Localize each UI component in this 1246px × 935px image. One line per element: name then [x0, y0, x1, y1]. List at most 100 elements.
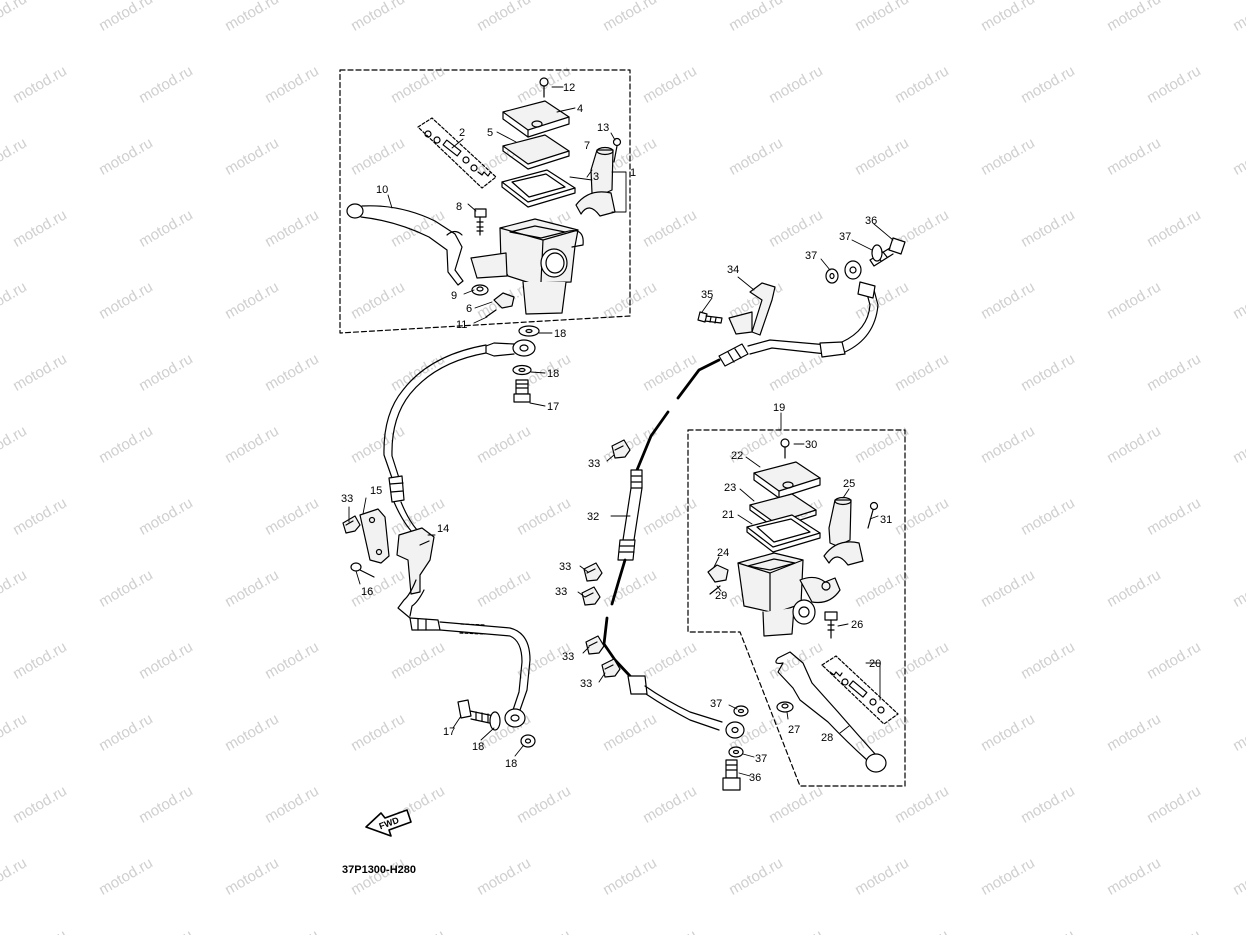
callout-19: 19 — [773, 402, 785, 414]
callout-23: 23 — [724, 482, 736, 494]
callout-17-b: 17 — [443, 726, 455, 738]
callout-35: 35 — [701, 289, 713, 301]
callout-31: 31 — [880, 514, 892, 526]
part-13-screw — [612, 137, 622, 163]
master-cylinder-body-right — [737, 552, 841, 637]
callout-8: 8 — [456, 201, 462, 213]
callout-36-b: 36 — [749, 772, 761, 784]
part-18-washer-upper — [518, 325, 540, 337]
part-14-hose-bracket — [396, 527, 435, 595]
part-22-reservoir-cap — [753, 461, 821, 499]
part-18-washer-lower — [512, 364, 532, 376]
part-33-clamp-3 — [581, 586, 601, 606]
callout-11: 11 — [456, 319, 467, 331]
part-24-switch — [707, 564, 729, 583]
part-9-nut — [471, 284, 489, 296]
callout-labels: 12 4 2 5 13 7 1 3 10 8 9 6 11 18 18 17 1… — [341, 82, 892, 784]
callout-12: 12 — [563, 82, 575, 94]
callout-36-a: 36 — [865, 215, 877, 227]
part-12-screw — [539, 77, 549, 98]
part-27-nut — [776, 701, 794, 713]
part-31-screw — [867, 501, 879, 529]
callout-21: 21 — [722, 509, 734, 521]
callout-37-d: 37 — [755, 753, 767, 765]
part-6-switch — [493, 292, 515, 309]
part-33-clamp-4 — [585, 635, 605, 655]
part-15-guide-plate — [359, 508, 390, 564]
fwd-arrow-icon — [365, 809, 412, 837]
part-18-washer-lower-left — [489, 711, 501, 731]
part-16-bolt — [350, 562, 375, 578]
callout-17-a: 17 — [547, 401, 559, 413]
callout-22: 22 — [731, 450, 743, 462]
callout-33-b: 33 — [588, 458, 600, 470]
part-36-union-bolt-lower — [722, 759, 741, 791]
callout-1: 1 — [630, 167, 636, 179]
callout-34: 34 — [727, 264, 739, 276]
callout-33-e: 33 — [562, 651, 574, 663]
callout-4: 4 — [577, 103, 583, 115]
part-37-washer-upper-b — [825, 268, 839, 284]
part-28-brake-lever — [775, 651, 887, 773]
part-17-union-bolt-lower — [457, 699, 495, 725]
part-10-brake-lever — [346, 203, 464, 286]
callout-18-b: 18 — [547, 368, 559, 380]
diagram-code: 37P1300-H280 — [342, 864, 416, 876]
callout-25: 25 — [843, 478, 855, 490]
part-33-clamp-left — [342, 515, 361, 534]
leader-lines — [348, 86, 894, 777]
part-37-washer-lower-a — [733, 705, 749, 717]
front-brake-hose-left — [383, 339, 536, 537]
callout-33-f: 33 — [580, 678, 592, 690]
part-3-diaphragm — [501, 169, 576, 208]
master-cylinder-body — [470, 218, 584, 315]
callout-28: 28 — [821, 732, 833, 744]
callout-7: 7 — [584, 140, 590, 152]
part-21-diaphragm — [746, 514, 821, 553]
callout-30: 30 — [805, 439, 817, 451]
part-33-clamp-2 — [583, 562, 603, 582]
callout-6: 6 — [466, 303, 472, 315]
callout-10: 10 — [376, 184, 388, 196]
callout-15: 15 — [370, 485, 382, 497]
part-34-hose-bracket — [728, 282, 776, 336]
part-11-screw — [485, 309, 497, 318]
part-37-washer-upper-a — [871, 244, 883, 262]
callout-2: 2 — [459, 127, 465, 139]
part-25-holder-clamp — [823, 496, 864, 566]
callout-37-c: 37 — [710, 698, 722, 710]
callout-16: 16 — [361, 586, 373, 598]
callout-3: 3 — [593, 171, 599, 183]
part-4-reservoir-cap — [502, 100, 570, 138]
callout-33-c: 33 — [559, 561, 571, 573]
callout-5: 5 — [487, 127, 493, 139]
callout-26: 26 — [851, 619, 863, 631]
callout-18-a: 18 — [554, 328, 566, 340]
part-18-washer-lower-right — [520, 734, 536, 748]
part-33-clamp-5 — [601, 658, 621, 678]
upper-right-brake-hose — [718, 260, 879, 367]
part-33-clamp-1 — [611, 439, 631, 459]
callout-37-b: 37 — [805, 250, 817, 262]
callout-14: 14 — [437, 523, 449, 535]
callout-33-a: 33 — [341, 493, 353, 505]
callout-18-c: 18 — [472, 741, 484, 753]
part-2-piston-kit — [417, 117, 497, 189]
assembly-19-group-box — [687, 429, 906, 787]
callout-37-a: 37 — [839, 231, 851, 243]
part-20-piston-kit — [821, 655, 899, 725]
part-30-screw — [780, 438, 790, 459]
part-26-pivot-bolt — [824, 611, 838, 639]
callout-24: 24 — [717, 547, 729, 559]
part-7-holder-clamp — [575, 146, 616, 217]
callout-33-d: 33 — [555, 586, 567, 598]
callout-29: 29 — [715, 590, 727, 602]
front-brake-hose-left-lower — [397, 579, 531, 728]
callout-32: 32 — [587, 511, 599, 523]
part-37-washer-lower-b — [728, 746, 744, 758]
part-32-brake-hose — [602, 358, 745, 739]
part-5-diaphragm-plate — [502, 134, 570, 170]
callout-20: 20 — [869, 658, 881, 670]
callout-9: 9 — [451, 290, 457, 302]
